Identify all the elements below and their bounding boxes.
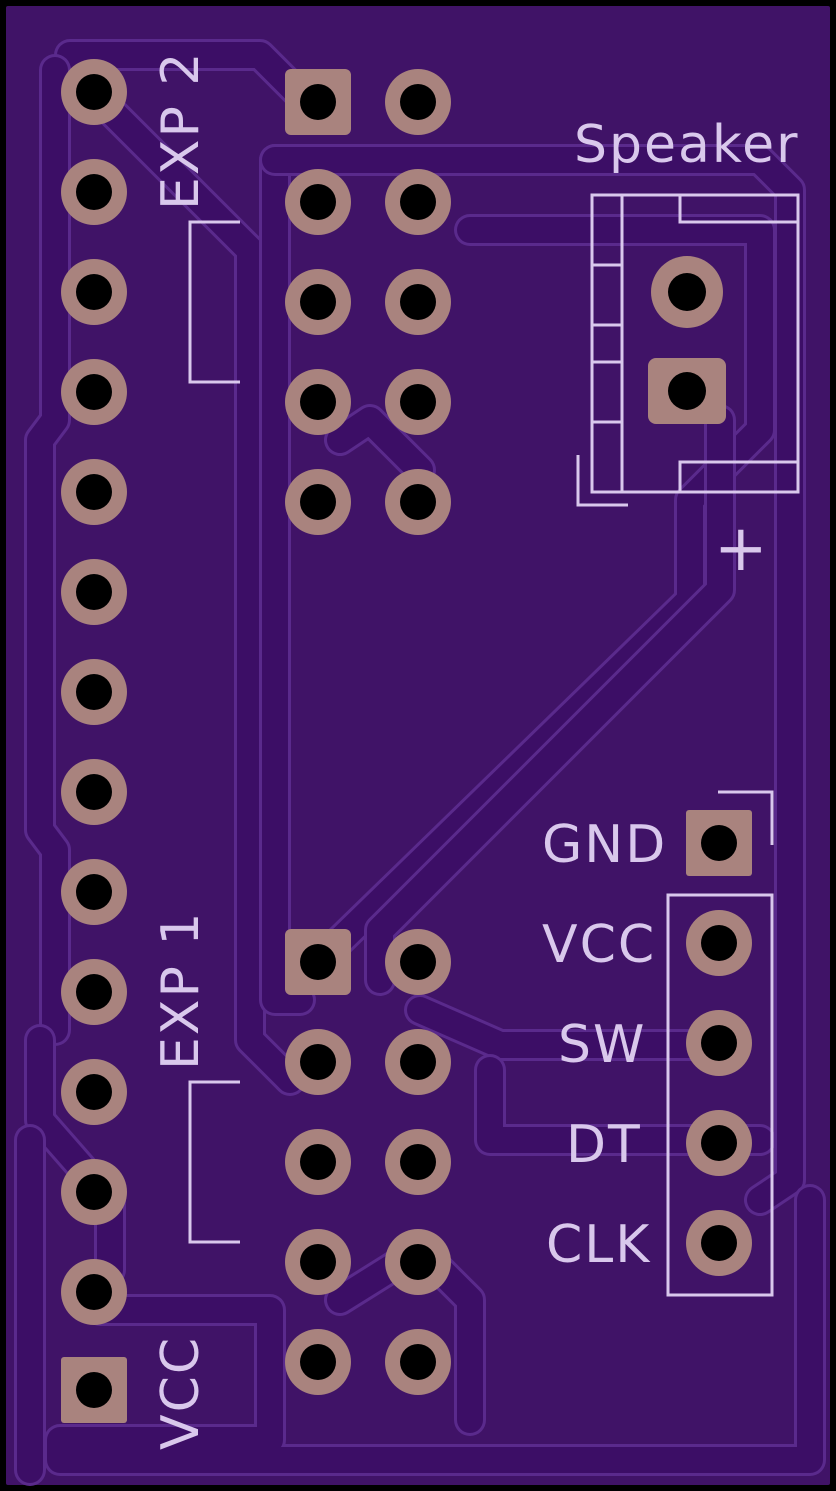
exp2-pin	[285, 369, 351, 435]
speaker-plus-label: +	[714, 512, 770, 586]
exp1-pin	[285, 1229, 351, 1295]
vcc-left-label: VCC	[151, 1336, 211, 1450]
speaker-connector	[648, 256, 726, 424]
exp2-pin	[285, 269, 351, 335]
encoder-pin-sw	[686, 1010, 752, 1076]
exp2-pin	[385, 369, 451, 435]
exp1-pin	[285, 1329, 351, 1395]
exp1-label: EXP 1	[151, 911, 211, 1070]
clk-label: CLK	[546, 1215, 651, 1275]
speaker-pin	[651, 256, 723, 328]
left-header-pin	[61, 1159, 127, 1225]
left-header	[61, 59, 127, 1423]
copper-traces	[14, 39, 826, 1486]
encoder-pin-gnd	[686, 810, 752, 876]
left-header-pin	[61, 559, 127, 625]
left-header-pin	[61, 759, 127, 825]
exp1-outline	[188, 1080, 240, 1244]
exp1-pin	[385, 929, 451, 995]
left-header-pin	[61, 659, 127, 725]
exp2-outline	[188, 220, 240, 384]
exp2-header	[285, 69, 451, 535]
speaker-pin-1	[648, 358, 726, 424]
exp2-pin	[285, 469, 351, 535]
exp2-pin	[385, 69, 451, 135]
exp1-pin	[285, 1029, 351, 1095]
exp2-pin	[385, 269, 451, 335]
exp1-pin	[385, 1329, 451, 1395]
exp1-pin-1	[285, 929, 351, 995]
exp2-pin	[385, 469, 451, 535]
left-header-pin	[61, 159, 127, 225]
exp2-label: EXP 2	[151, 51, 211, 210]
exp2-pin	[285, 169, 351, 235]
exp1-pin	[385, 1129, 451, 1195]
silkscreen-outlines	[188, 193, 800, 1297]
exp1-pin	[385, 1229, 451, 1295]
encoder-pin-vcc	[686, 910, 752, 976]
speaker-label: Speaker	[574, 115, 800, 175]
exp1-pin	[285, 1129, 351, 1195]
left-header-pin	[61, 959, 127, 1025]
exp2-pin	[385, 169, 451, 235]
exp2-pin-1	[285, 69, 351, 135]
left-header-pin	[61, 859, 127, 925]
left-header-pin	[61, 1059, 127, 1125]
left-header-pin	[61, 1259, 127, 1325]
exp1-header	[285, 929, 451, 1395]
left-header-pin	[61, 259, 127, 325]
left-header-pin	[61, 459, 127, 525]
sw-label: SW	[558, 1015, 646, 1075]
speaker-outline	[576, 193, 800, 507]
vcc-right-label: VCC	[542, 915, 656, 975]
soldermask-area	[6, 6, 830, 1485]
left-header-pin	[61, 59, 127, 125]
left-header-pin-1	[61, 1357, 127, 1423]
encoder-pin-dt	[686, 1110, 752, 1176]
exp1-pin	[385, 1029, 451, 1095]
encoder-outline	[666, 790, 774, 1297]
gnd-label: GND	[542, 815, 667, 875]
encoder-header	[686, 810, 752, 1276]
dt-label: DT	[566, 1115, 642, 1175]
left-header-pin	[61, 359, 127, 425]
encoder-pin-clk	[686, 1210, 752, 1276]
